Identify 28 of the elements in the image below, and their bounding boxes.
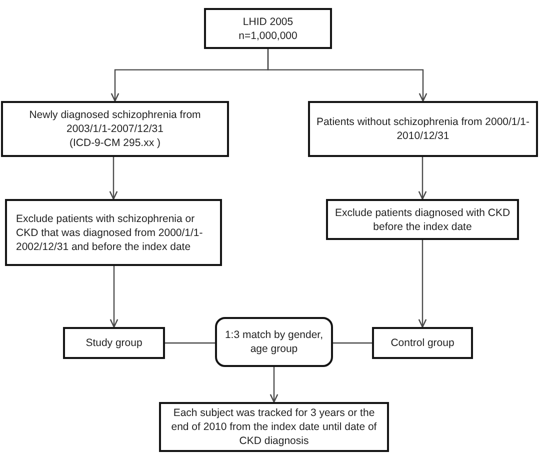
process-box (326, 199, 519, 240)
box-text: Patients without schizophrenia from 2000/1/1-2010/12/31 (316, 115, 530, 143)
arrow (109, 157, 118, 200)
arrow (267, 49, 428, 102)
box-text: Each subject was tracked for 3 years or the end of 2010 from the index date until date of CKD diagnosis (170, 406, 378, 448)
arrow (418, 157, 427, 200)
process-box (63, 327, 165, 359)
process-box (159, 402, 389, 452)
arrow (270, 367, 278, 403)
process-box (308, 101, 538, 157)
box-text: Newly diagnosed schizophrenia from 2003/1/1-2007/12/31 (28, 108, 202, 136)
process-box (204, 8, 332, 49)
arrow (110, 266, 118, 328)
box-text: n=1,000,000 (238, 28, 298, 42)
process-box (5, 199, 222, 266)
rounded-process-box (215, 317, 333, 367)
connector-line (165, 342, 215, 344)
box-text: (ICD-9-CM 295.xx ) (69, 136, 160, 150)
box-text: LHID 2005 (242, 14, 294, 28)
box-text: Study group (86, 336, 142, 350)
process-box (372, 327, 473, 359)
box-text: Exclude patients diagnosed with CKD before the index date (334, 206, 511, 234)
connector-line (333, 342, 372, 344)
arrow (418, 240, 427, 328)
box-text: 1:3 match by gender, age group (224, 328, 324, 356)
process-box (1, 101, 229, 157)
box-text: Control group (390, 336, 454, 350)
box-text: Exclude patients with schizophrenia or CKD that was diagnosed from 2000/1/1-2002/12/31 and before the index date (16, 212, 204, 254)
